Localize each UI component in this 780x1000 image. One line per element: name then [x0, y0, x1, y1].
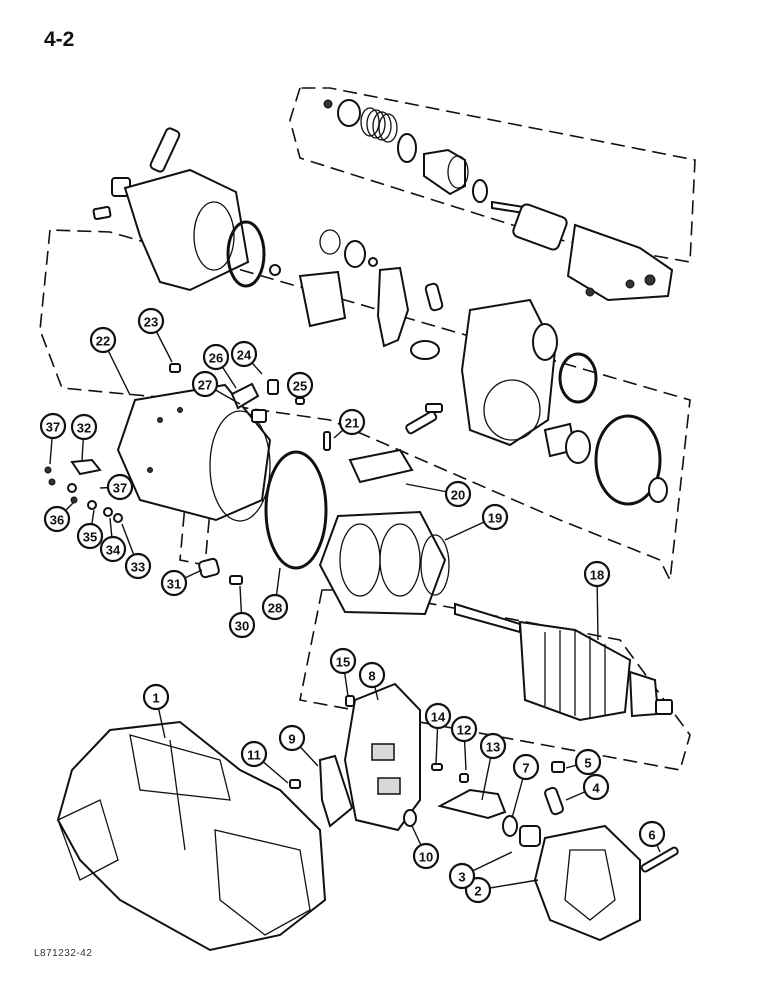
callout-label: 5: [584, 756, 591, 771]
callout-circle: [512, 753, 540, 781]
callout-circle: [448, 862, 476, 890]
callout-label: 13: [486, 740, 500, 755]
field-frame: [116, 383, 272, 522]
callout-label: 25: [293, 379, 307, 394]
armature-group-outline: [299, 589, 691, 771]
callout-label: 19: [488, 511, 502, 526]
callout-label: 3: [458, 870, 465, 885]
callout-circle: [574, 748, 602, 776]
callout-circle: [70, 413, 98, 441]
callout-circle: [329, 647, 357, 675]
end-cover: [533, 824, 679, 942]
callout-label: 9: [288, 732, 295, 747]
callout-circle: [479, 732, 507, 760]
callout-circle: [142, 683, 170, 711]
callout-circle: [160, 569, 188, 597]
field-coils: [318, 510, 450, 616]
callout-circle: [358, 661, 386, 689]
drive-housing-parts: [92, 127, 668, 506]
armature: [454, 602, 673, 722]
callout-label: 23: [144, 315, 158, 330]
callout-label: 1: [152, 691, 159, 706]
callout-circle: [412, 842, 440, 870]
callout-label: 14: [431, 710, 446, 725]
callout-label: 10: [419, 850, 433, 865]
callout-label: 36: [50, 513, 64, 528]
callout-label: 37: [113, 481, 127, 496]
callout-label: 6: [648, 828, 655, 843]
figure-code: L871232-42: [34, 948, 93, 959]
callout-label: 30: [235, 619, 249, 634]
solenoid-parts: [323, 99, 674, 302]
callout-label: 4: [592, 781, 600, 796]
callout-label: 28: [268, 601, 282, 616]
callout-label: 18: [590, 568, 604, 583]
callout-circle: [286, 371, 314, 399]
page-number: 4-2: [44, 28, 75, 51]
callout-label: 27: [198, 378, 212, 393]
callout-label: 33: [131, 560, 145, 575]
callout-label: 32: [77, 421, 91, 436]
callout-label: 2: [474, 884, 481, 899]
callout-circle: [424, 702, 452, 730]
callout-label: 15: [336, 655, 350, 670]
callout-label: 24: [237, 348, 252, 363]
callout-label: 12: [457, 723, 471, 738]
callout-label: 11: [247, 748, 261, 763]
callout-label: 7: [522, 761, 529, 776]
callout-label: 37: [46, 420, 60, 435]
drive-housing-group-outline: [39, 229, 691, 583]
brush-holder: [289, 682, 565, 847]
callout-circle: [228, 611, 256, 639]
callout-label: 8: [368, 669, 375, 684]
callout-label: 35: [83, 530, 97, 545]
callout-circle: [583, 560, 611, 588]
callout-circle: [39, 412, 67, 440]
callout-circle: [444, 480, 472, 508]
callout-circle: [76, 522, 104, 550]
callouts: 1234567891011121314151819202122232425262…: [39, 307, 666, 904]
callout-label: 20: [451, 488, 465, 503]
callout-circle: [638, 820, 666, 848]
callout-circle: [450, 715, 478, 743]
solenoid-group-outline: [289, 87, 696, 263]
callout-circle: [582, 773, 610, 801]
callout-circle: [338, 408, 366, 436]
callout-circle: [202, 343, 230, 371]
callout-label: 26: [209, 351, 223, 366]
assembled-starter: [56, 720, 327, 952]
callout-circle: [230, 340, 258, 368]
callout-circle: [481, 503, 509, 531]
frame-hardware: [44, 363, 414, 585]
callout-label: 31: [167, 577, 181, 592]
callout-circle: [43, 505, 71, 533]
callout-circle: [89, 326, 117, 354]
callout-circle: [106, 473, 134, 501]
callout-label: 21: [345, 416, 359, 431]
callout-label: 34: [106, 543, 121, 558]
spring: [360, 107, 398, 143]
callout-label: 22: [96, 334, 110, 349]
callout-circle: [278, 724, 306, 752]
callout-circle: [137, 307, 165, 335]
callout-circle: [261, 593, 289, 621]
callout-circle: [191, 370, 219, 398]
callout-circle: [99, 535, 127, 563]
callout-circle: [124, 552, 152, 580]
callout-circle: [240, 740, 268, 768]
